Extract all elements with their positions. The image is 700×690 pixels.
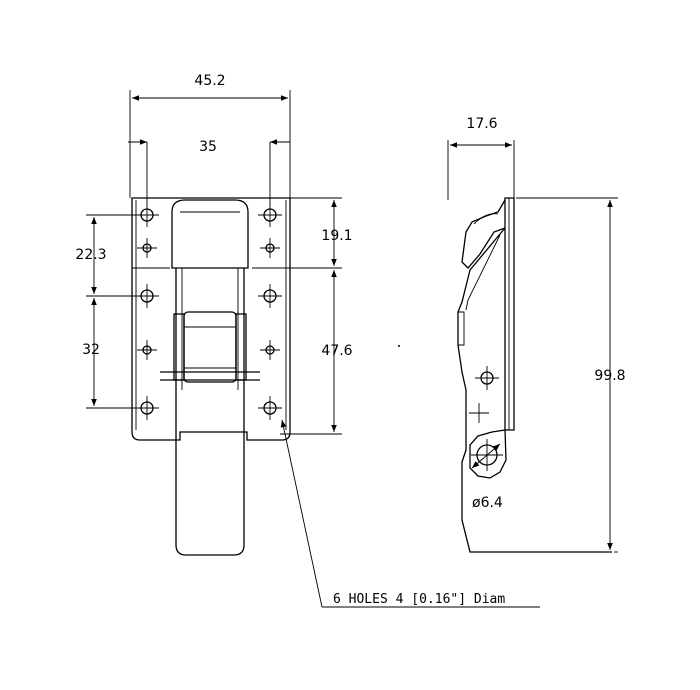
front-mounting-hole — [258, 203, 282, 227]
side-holes — [469, 366, 503, 471]
front-top-catch — [171, 199, 249, 269]
dim-99-8-label: 99.8 — [594, 368, 625, 384]
dim-17-6: 17.6 — [447, 116, 515, 200]
front-mounting-hole — [137, 340, 157, 360]
dim-45-2: 45.2 — [129, 73, 291, 198]
dim-19-1-label: 19.1 — [321, 228, 352, 244]
dim-45-2-label: 45.2 — [194, 73, 225, 89]
front-mounting-hole — [260, 340, 280, 360]
dim-32-label: 32 — [82, 342, 100, 358]
holes-callout-label: 6 HOLES 4 [0.16"] Diam — [333, 592, 505, 607]
dim-35: 35 — [128, 139, 290, 205]
side-lever-edge — [465, 234, 501, 311]
dim-diameter: ø6.4 — [471, 443, 503, 511]
front-lever-arm — [175, 268, 245, 556]
side-hinge-block — [458, 311, 465, 346]
side-view — [457, 197, 612, 553]
front-plate-inner-edge — [135, 200, 287, 430]
dim-35-label: 35 — [199, 139, 217, 155]
side-catch-hook — [461, 199, 506, 269]
front-mounting-hole — [137, 238, 157, 258]
front-base-plate — [131, 197, 291, 441]
stray-mark — [398, 345, 400, 347]
dim-17-6-label: 17.6 — [466, 116, 497, 132]
front-lever-inner — [181, 268, 239, 390]
dim-19-1: 19.1 — [258, 197, 353, 269]
side-lever-body — [457, 227, 612, 553]
dim-diameter-label: ø6.4 — [472, 495, 503, 511]
side-catch-curve — [473, 213, 499, 225]
side-center-mark — [469, 403, 489, 423]
holes-callout: 6 HOLES 4 [0.16"] Diam — [280, 419, 540, 608]
side-upper-hole — [475, 366, 499, 390]
dim-22-3: 22.3 — [75, 214, 140, 297]
dim-47-6: 47.6 — [280, 270, 353, 435]
side-mounting-plate — [504, 197, 515, 431]
front-view — [131, 197, 291, 556]
dim-99-8: 99.8 — [516, 197, 626, 553]
front-mounting-hole — [260, 238, 280, 258]
front-mounting-hole — [258, 284, 282, 308]
front-mounting-hole — [258, 396, 282, 420]
dim-47-6-label: 47.6 — [321, 343, 352, 359]
dim-22-3-label: 22.3 — [75, 247, 106, 263]
dim-32: 32 — [82, 298, 140, 409]
side-handle-curl — [469, 429, 507, 479]
